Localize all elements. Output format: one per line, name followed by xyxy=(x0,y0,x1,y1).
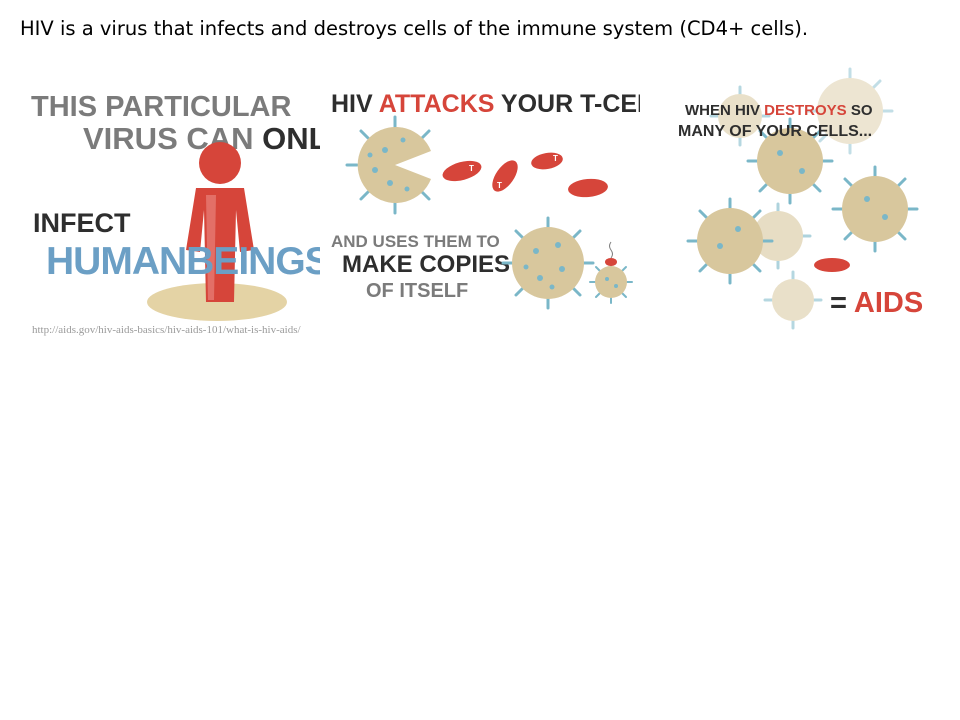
person-figure xyxy=(186,142,254,302)
human-illustration: THIS PARTICULAR VIRUS CAN ONLY INFECT HU… xyxy=(31,91,320,321)
panel1-line2b: ONLY xyxy=(262,121,320,156)
panel3-line2: MANY OF YOUR CELLS... xyxy=(678,123,872,140)
hiv-virus-icon xyxy=(501,216,595,310)
panel2-text3: OF ITSELF xyxy=(366,280,468,302)
hiv-virus-small-icon xyxy=(589,241,633,304)
tcell-icon xyxy=(814,258,850,272)
aids-illustration: WHEN HIV DESTROYS SO MANY OF YOUR CELLS.… xyxy=(678,67,923,330)
panel1-line3: INFECT xyxy=(33,208,131,238)
panel1-line1: THIS PARTICULAR xyxy=(31,91,292,123)
panel-human-only: THIS PARTICULAR VIRUS CAN ONLY INFECT HU… xyxy=(28,70,320,330)
panel3-line1: WHEN HIV DESTROYS SO xyxy=(685,102,873,119)
tcell-letter: T xyxy=(469,164,474,173)
tcell-letter: T xyxy=(553,154,558,163)
panel-attacks-tcells: HIV ATTACKS YOUR T-CELLS T T T T xyxy=(325,70,640,330)
slide-title: HIV is a virus that infects and destroys… xyxy=(20,17,809,40)
tcell-letter: T xyxy=(565,181,570,190)
panel-aids: WHEN HIV DESTROYS SO MANY OF YOUR CELLS.… xyxy=(660,66,940,330)
hiv-virus-pacman-icon xyxy=(345,115,431,215)
panel2-text1: AND USES THEM TO xyxy=(331,232,500,251)
panel2-heading: HIV ATTACKS YOUR T-CELLS xyxy=(331,90,640,118)
tcell-letter: T xyxy=(497,181,502,190)
panel1-line2: VIRUS CAN ONLY xyxy=(83,121,320,156)
source-url: http://aids.gov/hiv-aids-basics/hiv-aids… xyxy=(32,324,301,336)
tcell-illustration: HIV ATTACKS YOUR T-CELLS T T T T xyxy=(331,90,640,310)
aids-result: = AIDS xyxy=(830,287,923,319)
panel1-line4: HUMANBEINGS xyxy=(46,240,320,283)
panel2-text2: MAKE COPIES xyxy=(342,251,510,278)
tcell-icons xyxy=(442,152,608,198)
virus-cluster xyxy=(686,67,919,330)
